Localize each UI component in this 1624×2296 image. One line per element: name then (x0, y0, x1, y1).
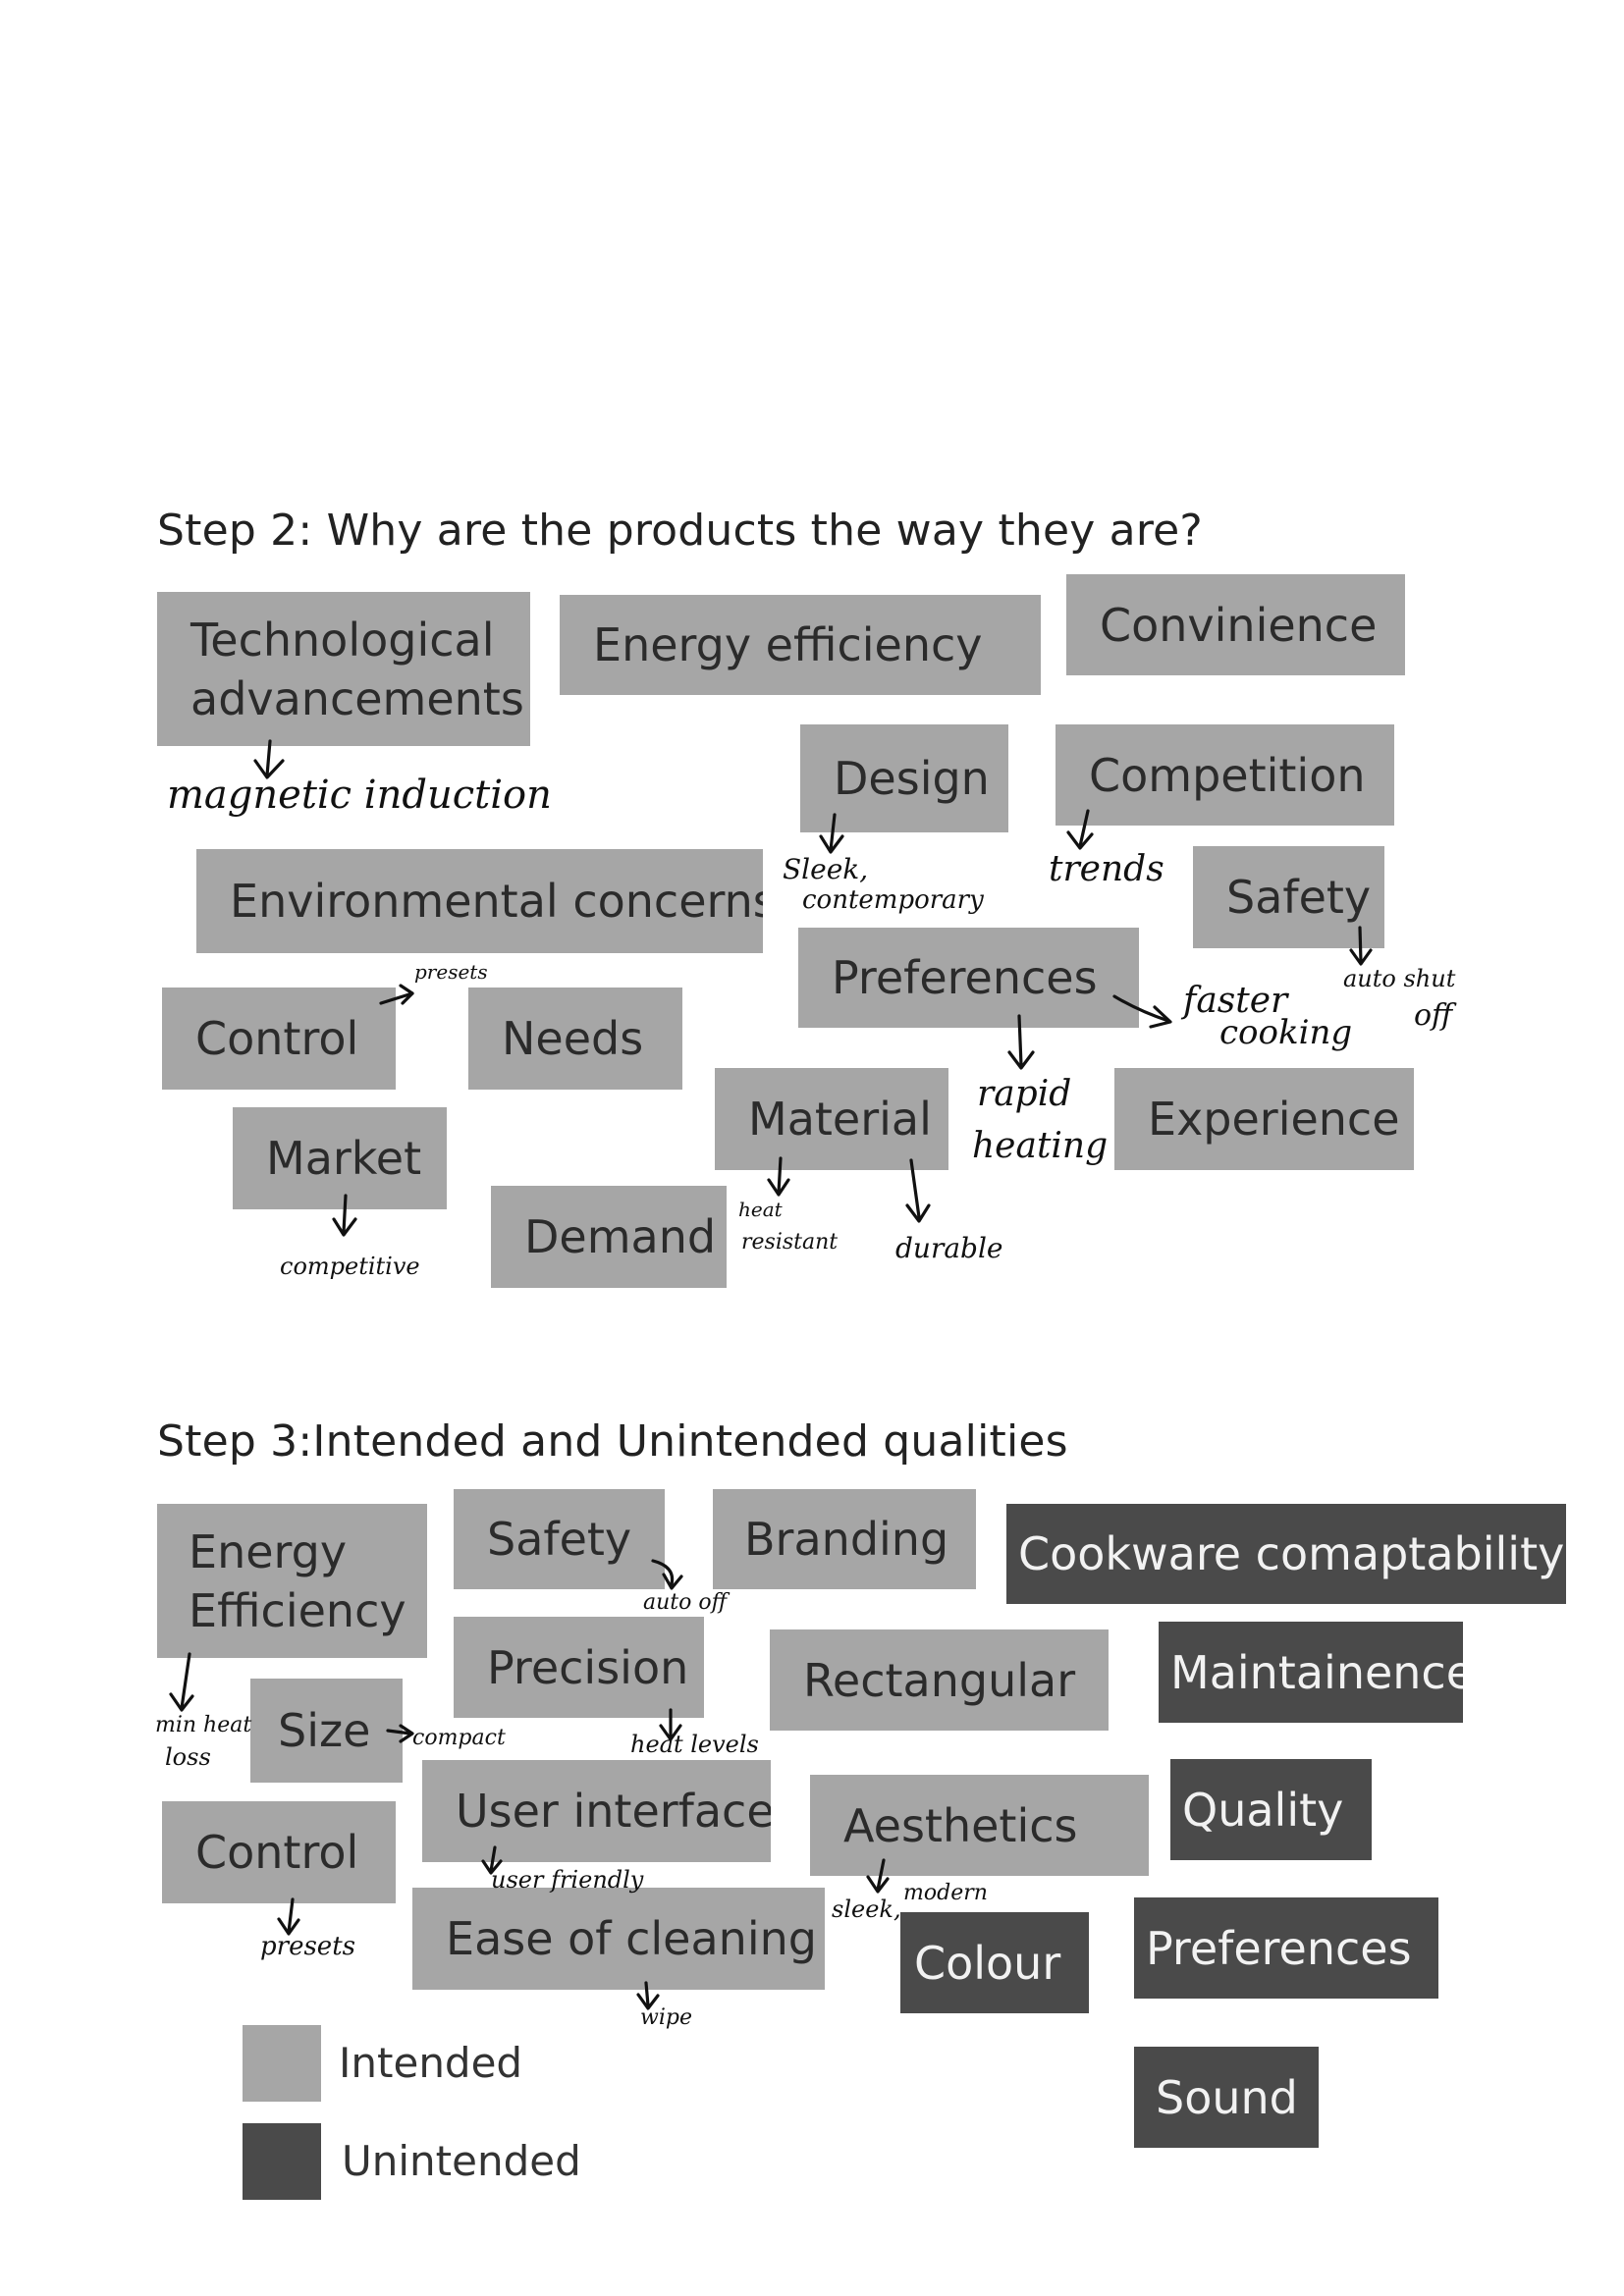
box-colour: Colour (900, 1912, 1089, 2013)
note-sleek-step3: sleek, (832, 1896, 901, 1923)
note-wipe: wipe (640, 2005, 692, 2030)
note-off: off (1414, 998, 1453, 1033)
note-resistant: resistant (741, 1230, 839, 1255)
note-trends: trends (1049, 849, 1164, 889)
box-precision: Precision (454, 1617, 704, 1718)
note-auto-off: auto off (643, 1590, 728, 1615)
box-demand: Demand (491, 1186, 727, 1288)
note-competitive: competitive (280, 1253, 420, 1280)
box-preferences-step2: Preferences (798, 928, 1139, 1028)
box-aesthetics: Aesthetics (810, 1775, 1149, 1876)
legend-unintended-label: Unintended (342, 2137, 581, 2185)
step2-heading: Step 2: Why are the products the way the… (157, 506, 1203, 556)
note-sleek-1: Sleek, (783, 853, 869, 885)
box-convinience: Convinience (1066, 574, 1405, 675)
box-technological-advancements: Technological advancements (157, 592, 530, 746)
box-competition: Competition (1056, 724, 1394, 826)
box-branding: Branding (713, 1489, 976, 1589)
note-auto-shut: auto shut (1343, 965, 1456, 992)
note-user-friendly: user friendly (491, 1866, 644, 1894)
arrow-energy-to-heatloss (169, 1652, 194, 1712)
box-control-step3: Control (162, 1801, 396, 1903)
box-rectangular: Rectangular (770, 1629, 1109, 1731)
box-material: Material (715, 1068, 948, 1170)
step3-heading: Step 3:Intended and Unintended qualities (157, 1416, 1068, 1467)
legend-intended-swatch (243, 2025, 321, 2102)
box-maintainence: Maintainence (1159, 1622, 1463, 1723)
note-heat: heat (738, 1198, 783, 1221)
note-heat-levels: heat levels (630, 1731, 759, 1758)
legend-unintended-swatch (243, 2123, 321, 2200)
box-preferences-step3: Preferences (1134, 1897, 1438, 1999)
box-cookware-compatibility: Cookware comaptability (1006, 1504, 1566, 1604)
note-min-heat: min heat (155, 1713, 252, 1737)
box-needs: Needs (468, 988, 682, 1090)
box-sound: Sound (1134, 2047, 1319, 2148)
note-faster: faster (1183, 981, 1288, 1021)
box-user-interface: User interface (422, 1760, 771, 1862)
box-size: Size (250, 1679, 403, 1783)
note-compact: compact (412, 1726, 506, 1750)
box-safety-step2: Safety (1193, 846, 1384, 948)
note-presets-step3: presets (260, 1932, 355, 1961)
box-market: Market (233, 1107, 447, 1209)
note-rapid: rapid (977, 1074, 1072, 1114)
note-contemporary: contemporary (802, 885, 984, 915)
arrow-control-to-presets (277, 1897, 300, 1936)
note-heating: heating (972, 1126, 1109, 1166)
box-environmental-concerns: Environmental concerns (196, 849, 763, 953)
note-presets-step2: presets (414, 960, 488, 984)
note-durable: durable (895, 1232, 1003, 1264)
box-design: Design (800, 724, 1008, 832)
box-control-step2: Control (162, 988, 396, 1090)
note-modern: modern (903, 1881, 988, 1905)
box-energy-efficiency-step3: Energy Efficiency (157, 1504, 427, 1658)
box-experience: Experience (1114, 1068, 1414, 1170)
note-cooking: cooking (1219, 1013, 1353, 1052)
note-magnetic-induction: magnetic induction (167, 773, 552, 818)
box-energy-efficiency: Energy efficiency (560, 595, 1041, 695)
box-quality: Quality (1170, 1759, 1372, 1860)
box-ease-of-cleaning: Ease of cleaning (412, 1888, 825, 1990)
legend-intended-label: Intended (339, 2039, 523, 2087)
note-loss: loss (165, 1743, 211, 1771)
box-safety-step3: Safety (454, 1489, 665, 1589)
